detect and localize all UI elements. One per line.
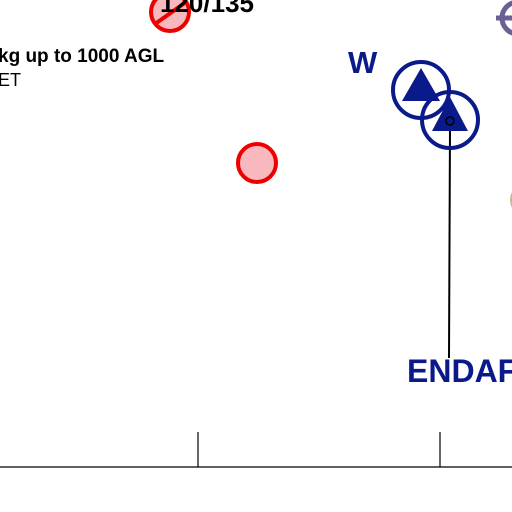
restricted-area-icon[interactable] — [236, 142, 278, 184]
waypoint-label-endaf[interactable]: ENDAF — [407, 353, 512, 389]
restriction-note-sub: ET — [0, 70, 22, 90]
airport-icon[interactable] — [496, 0, 512, 36]
scale-bar — [0, 432, 512, 468]
restriction-note: kg up to 1000 AGL — [0, 46, 165, 67]
waypoint-label-w[interactable]: W — [348, 45, 378, 80]
triangle-waypoint-icon[interactable] — [391, 60, 451, 120]
triangle-waypoint-icon[interactable] — [420, 90, 480, 150]
route-line — [448, 126, 451, 359]
no-entry-icon[interactable] — [149, 0, 191, 33]
frequency-label: 120/135 — [160, 0, 254, 18]
